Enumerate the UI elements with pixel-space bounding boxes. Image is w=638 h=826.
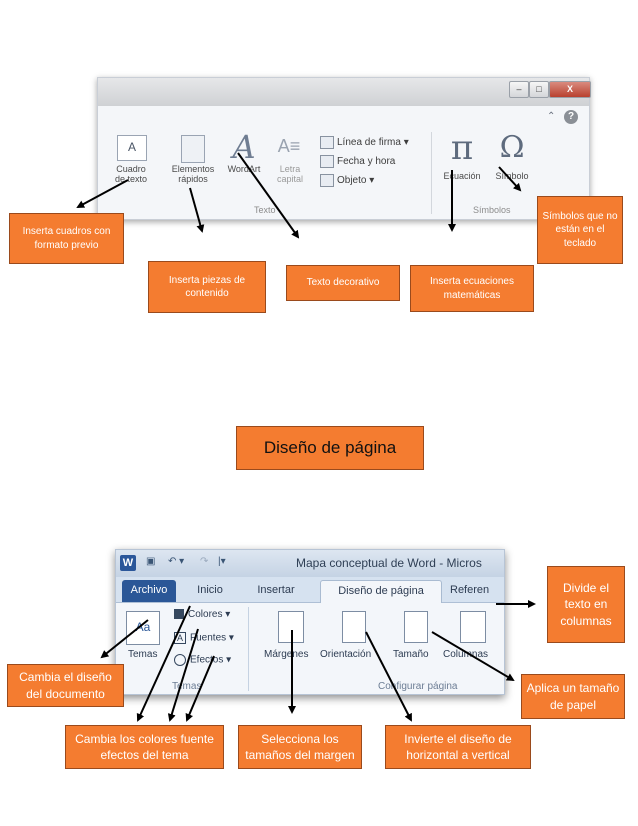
arrow-decorativo bbox=[237, 152, 300, 239]
group-label-configurar: Configurar página bbox=[378, 681, 458, 692]
callout-colores-fuentes: Cambia los colores fuente efectos del te… bbox=[65, 725, 224, 769]
columnas-label[interactable]: Columnas bbox=[443, 649, 489, 660]
date-time-item[interactable]: Fecha y hora bbox=[320, 155, 395, 168]
callout-piezas-contenido: Inserta piezas de contenido bbox=[148, 261, 266, 313]
orientation-icon[interactable] bbox=[342, 611, 366, 643]
callout-ecuaciones: Inserta ecuaciones matemáticas bbox=[410, 265, 534, 312]
callout-diseno-documento: Cambia el diseño del documento bbox=[7, 664, 124, 707]
wordart-icon[interactable]: A bbox=[232, 128, 256, 166]
callout-tamano-papel: Aplica un tamaño de papel bbox=[521, 674, 625, 719]
group-label-simbolos: Símbolos bbox=[473, 205, 511, 215]
ribbon-top-strip: ⌃ ? bbox=[98, 107, 589, 127]
tab-diseno-pagina[interactable]: Diseño de página bbox=[320, 580, 442, 603]
redo-icon[interactable]: ↷ bbox=[200, 556, 209, 567]
arrow-colores bbox=[136, 605, 191, 722]
arrow-simbolos bbox=[498, 166, 522, 192]
signature-line-icon bbox=[320, 136, 334, 149]
arrow-piezas bbox=[189, 187, 205, 233]
size-icon[interactable] bbox=[404, 611, 428, 643]
wordart-label[interactable]: WordArt bbox=[227, 164, 261, 174]
dropcap-icon[interactable]: A≡ bbox=[277, 136, 301, 156]
section-heading: Diseño de página bbox=[236, 426, 424, 470]
customize-toolbar-icon[interactable]: |▾ bbox=[218, 556, 226, 567]
quick-access-toolbar: W ▣ ↶ ▾ ↷ |▾ Mapa conceptual de Word - M… bbox=[116, 550, 504, 577]
ecuacion-label[interactable]: Ecuación bbox=[443, 171, 481, 181]
signature-line-item[interactable]: Línea de firma ▾ bbox=[320, 136, 409, 149]
group-divider-2 bbox=[248, 607, 249, 691]
callout-cuadros-texto: Inserta cuadros con formato previo bbox=[9, 213, 124, 264]
minimize-button[interactable]: – bbox=[509, 81, 529, 98]
arrow-diseno-documento bbox=[100, 619, 149, 659]
collapse-ribbon-icon[interactable]: ⌃ bbox=[547, 111, 556, 122]
margenes-label[interactable]: Márgenes bbox=[264, 649, 309, 660]
arrow-orientacion bbox=[365, 631, 412, 722]
pi-icon[interactable]: π bbox=[450, 128, 474, 168]
undo-icon[interactable]: ↶ ▾ bbox=[168, 556, 185, 567]
group-label-texto: Texto bbox=[254, 205, 276, 215]
callout-orientacion: Invierte el diseño de horizontal a verti… bbox=[385, 725, 531, 769]
group-divider bbox=[431, 132, 432, 214]
tamano-label[interactable]: Tamaño bbox=[393, 649, 429, 660]
save-icon[interactable]: ▣ bbox=[146, 556, 156, 567]
colors-icon bbox=[174, 609, 184, 620]
design-ribbon-screenshot: W ▣ ↶ ▾ ↷ |▾ Mapa conceptual de Word - M… bbox=[115, 549, 505, 695]
orientacion-label[interactable]: Orientación bbox=[320, 649, 372, 660]
arrow-fuentes bbox=[167, 628, 199, 722]
arrow-efectos bbox=[185, 655, 215, 722]
document-title: Mapa conceptual de Word - Micros bbox=[296, 556, 482, 570]
tab-insertar[interactable]: Insertar bbox=[257, 584, 295, 596]
simbolo-label[interactable]: Símbolo bbox=[495, 171, 529, 181]
quick-parts-icon[interactable] bbox=[181, 135, 205, 163]
calendar-icon bbox=[320, 155, 334, 168]
tab-inicio[interactable]: Inicio bbox=[197, 584, 223, 596]
efectos-item[interactable]: Efectos ▾ bbox=[174, 654, 231, 666]
callout-columnas: Divide el texto en columnas bbox=[547, 566, 625, 643]
callout-margenes: Selecciona los tamaños del margen bbox=[238, 725, 362, 769]
textbox-icon[interactable]: A bbox=[117, 135, 147, 161]
object-icon bbox=[320, 174, 334, 187]
arrow-tamano-papel bbox=[431, 631, 515, 682]
close-button[interactable]: X bbox=[549, 81, 591, 98]
callout-texto-decorativo: Texto decorativo bbox=[286, 265, 400, 301]
group-label-temas: Temas bbox=[172, 681, 202, 692]
effects-icon bbox=[174, 654, 186, 666]
word-logo-icon[interactable]: W bbox=[120, 555, 136, 571]
colores-item[interactable]: Colores ▾ bbox=[174, 609, 230, 620]
object-item[interactable]: Objeto ▾ bbox=[320, 174, 374, 187]
omega-icon[interactable]: Ω bbox=[499, 130, 525, 165]
maximize-button[interactable]: □ bbox=[529, 81, 549, 98]
themes-icon[interactable]: Aa bbox=[126, 611, 160, 645]
window-title-bar: – □ X bbox=[98, 78, 591, 106]
tab-archivo[interactable]: Archivo bbox=[122, 580, 176, 602]
arrow-cuadros bbox=[76, 179, 129, 208]
tab-referencias[interactable]: Referen bbox=[450, 584, 490, 596]
help-icon[interactable]: ? bbox=[564, 110, 578, 124]
callout-simbolos: Símbolos que no están en el teclado bbox=[537, 196, 623, 264]
columns-icon[interactable] bbox=[460, 611, 486, 643]
temas-label[interactable]: Temas bbox=[128, 649, 158, 660]
ribbon-tabs: Archivo Inicio Insertar Diseño de página… bbox=[116, 577, 504, 603]
